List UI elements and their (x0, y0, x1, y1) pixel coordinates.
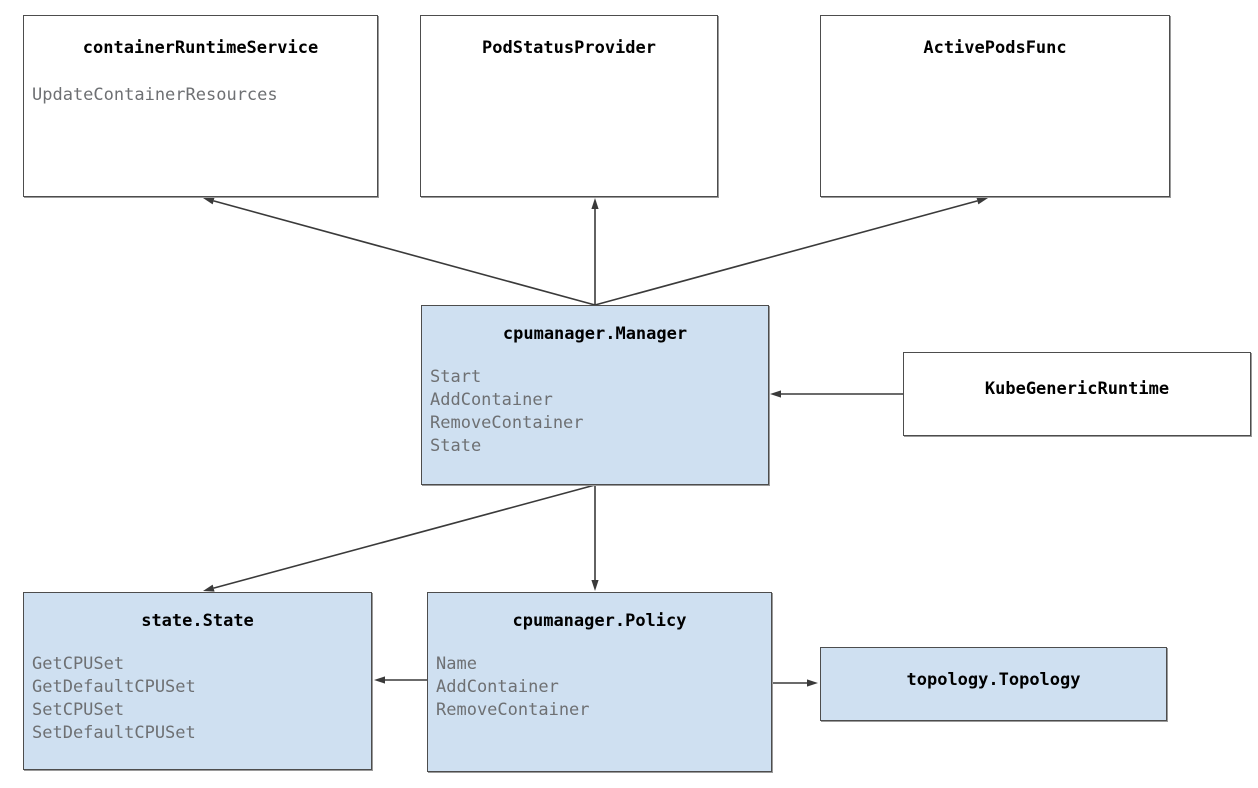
node-member: GetDefaultCPUSet (32, 677, 196, 697)
node-member: AddContainer (430, 390, 553, 410)
node-member: SetCPUSet (32, 700, 125, 720)
node-title: KubeGenericRuntime (984, 379, 1170, 399)
node-title: cpumanager.Manager (502, 324, 688, 344)
node-member: GetCPUSet (32, 654, 125, 674)
edge-manager-to-containerRuntimeService (203, 197, 596, 306)
node-member: RemoveContainer (430, 413, 584, 433)
edge-arrowhead (203, 584, 215, 592)
node-title: state.State (141, 611, 254, 631)
node-podStatusProvider[interactable]: PodStatusProvider (420, 15, 718, 197)
edge-arrowhead (770, 390, 781, 398)
edge-manager-to-stateState (203, 484, 596, 592)
node-title: PodStatusProvider (482, 38, 656, 58)
edge-line (213, 200, 596, 306)
edge-arrowhead (591, 198, 599, 209)
node-member: AddContainer (436, 677, 559, 697)
node-member: Name (436, 654, 477, 674)
node-member-list: UpdateContainerResources (24, 84, 377, 107)
node-title: containerRuntimeService (82, 38, 319, 58)
edge-manager-to-activePodsFunc (594, 197, 988, 306)
edge-arrowhead (203, 197, 215, 205)
edge-manager-to-cpumanagerPolicy (591, 485, 599, 591)
edge-manager-to-podStatusProvider (591, 198, 599, 305)
node-member: UpdateContainerResources (32, 85, 278, 105)
node-title: cpumanager.Policy (512, 611, 687, 631)
edge-line (594, 200, 978, 306)
node-title: ActivePodsFunc (923, 38, 1067, 58)
edge-arrowhead (807, 679, 818, 687)
node-member: RemoveContainer (436, 700, 590, 720)
edge-policy-to-topologyTopology (772, 679, 818, 687)
edge-line (213, 484, 596, 589)
edge-arrowhead (591, 580, 599, 591)
edge-arrowhead (976, 197, 988, 205)
edge-kubeGenericRuntime-to-manager (770, 390, 903, 398)
edge-policy-to-stateState (374, 676, 427, 684)
node-activePodsFunc[interactable]: ActivePodsFunc (820, 15, 1170, 197)
edge-arrowhead (374, 676, 385, 684)
node-topologyTopology[interactable]: topology.Topology (820, 647, 1167, 721)
node-kubeGenericRuntime[interactable]: KubeGenericRuntime (903, 352, 1251, 436)
node-member: State (430, 436, 482, 456)
node-member: Start (430, 367, 482, 387)
node-title: topology.Topology (906, 670, 1081, 690)
node-member: SetDefaultCPUSet (32, 723, 196, 743)
